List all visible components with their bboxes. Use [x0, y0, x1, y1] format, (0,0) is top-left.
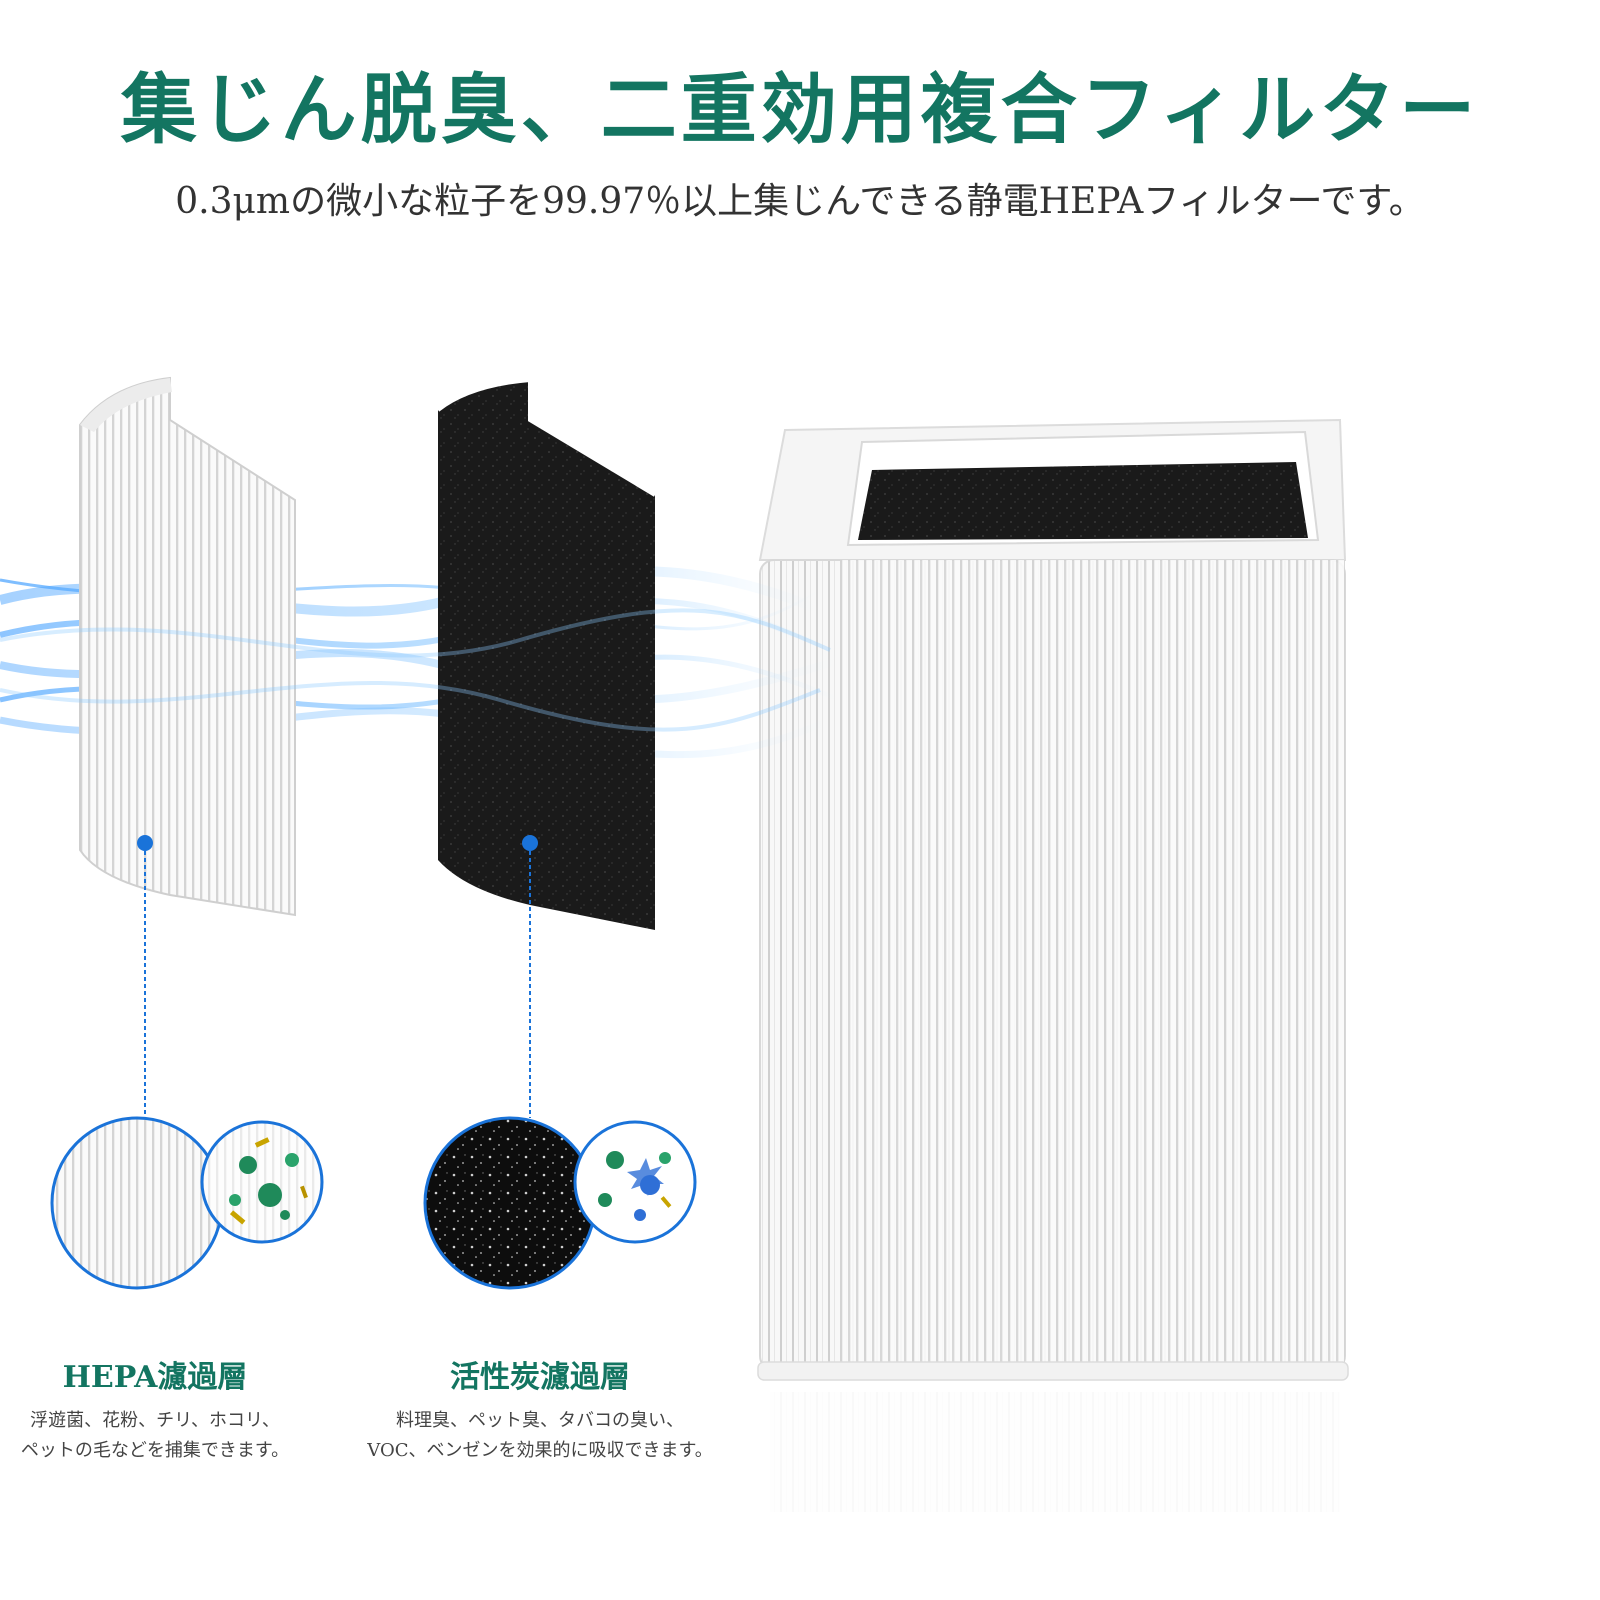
carbon-desc-line-1: 料理臭、ペット臭、タバコの臭い、 [396, 1410, 684, 1431]
carbon-layer-title: 活性炭濾過層 [450, 1360, 630, 1395]
hepa-desc-line-1: 浮遊菌、花粉、チリ、ホコリ、 [30, 1410, 280, 1431]
carbon-panel [436, 377, 657, 930]
carbon-desc-line-2: VOC、ベンゼンを効果的に吸収できます。 [367, 1440, 713, 1461]
headline: 集じん脱臭、二重効用複合フィルター [120, 65, 1480, 154]
subline: 0.3μmの微小な粒子を99.97％以上集じんできる静電HEPAフィルターです。 [175, 181, 1425, 222]
carbon-layer-desc: 料理臭、ペット臭、タバコの臭い、 VOC、ベンゼンを効果的に吸収できます。 [350, 1406, 730, 1466]
hepa-layer-title: HEPA濾過層 [62, 1360, 248, 1395]
carbon-callout-line [522, 835, 538, 1118]
carbon-zoom-circle [423, 1116, 597, 1290]
hepa-zoom-circle [50, 1116, 224, 1290]
hepa-layer-desc: 浮遊菌、花粉、チリ、ホコリ、 ペットの毛などを捕集できます。 [0, 1406, 310, 1466]
hepa-particles-circle [200, 1120, 324, 1244]
cube-filter [757, 418, 1349, 1512]
hepa-desc-line-2: ペットの毛などを捕集できます。 [20, 1440, 290, 1461]
hepa-panel [79, 376, 296, 917]
hepa-callout-line [137, 835, 153, 1118]
carbon-particles-circle [573, 1120, 697, 1244]
